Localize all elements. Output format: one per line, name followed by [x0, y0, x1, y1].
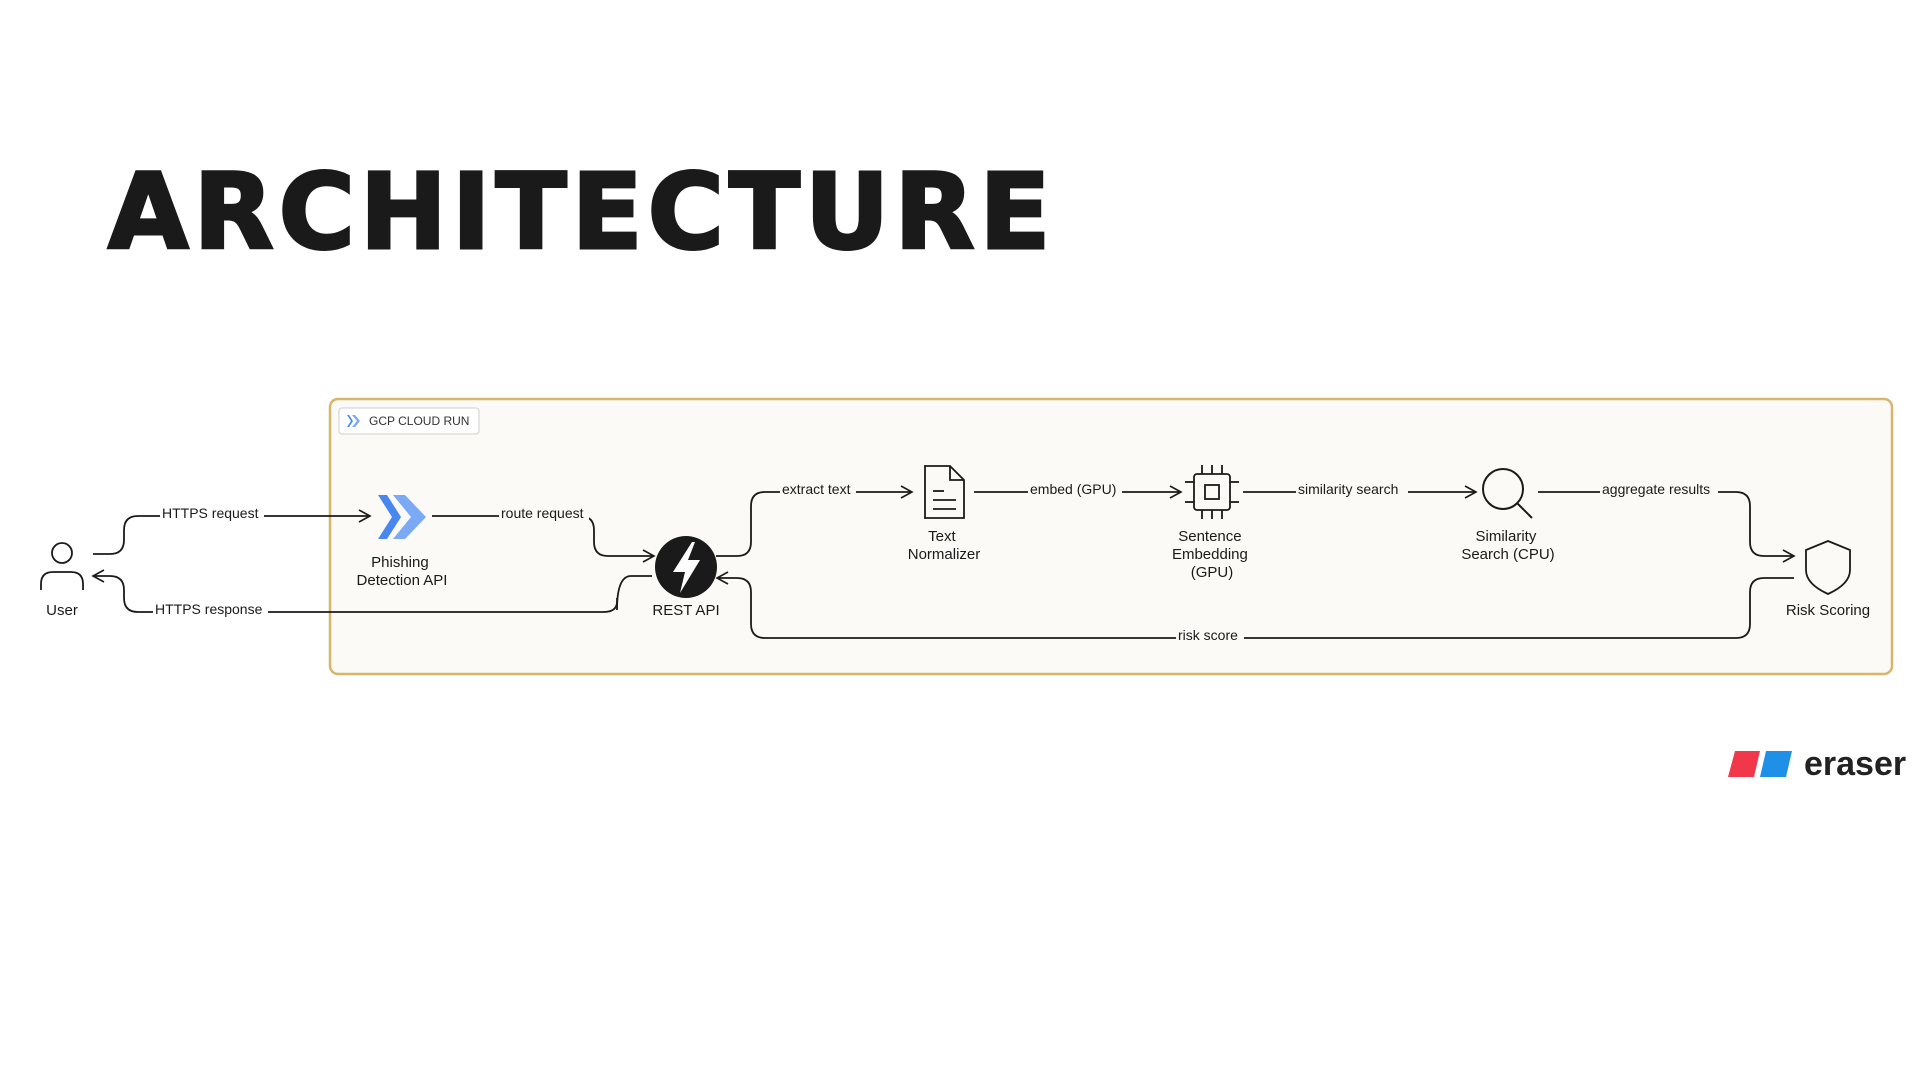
- search-icon: [1482, 468, 1533, 519]
- edge-labels: HTTPS request HTTPS response route reque…: [153, 480, 1718, 644]
- cloud-run-icon: [378, 495, 426, 539]
- rest-api-label: REST API: [652, 602, 719, 619]
- gcp-cloud-run-group: GCP CLOUD RUN: [328, 397, 1894, 676]
- risk-scoring-label: Risk Scoring: [1786, 602, 1870, 619]
- sentence-embedding-label: Sentence Embedding (GPU): [1172, 528, 1252, 581]
- edge-risk-score: [715, 571, 1794, 639]
- eraser-wordmark: eraser: [1804, 745, 1906, 783]
- node-phishing-detection-api[interactable]: Phishing Detection API: [357, 495, 448, 589]
- group-badge[interactable]: GCP CLOUD RUN: [338, 407, 480, 435]
- label-route-request: route request: [501, 505, 584, 521]
- eraser-logo-red-shape: [1728, 751, 1760, 777]
- node-text-normalizer[interactable]: Text Normalizer: [908, 465, 981, 563]
- document-icon: [924, 465, 965, 519]
- label-https-response: HTTPS response: [155, 601, 263, 617]
- cpu-chip-icon: [1185, 465, 1239, 519]
- label-similarity-search: similarity search: [1298, 481, 1398, 497]
- edge-aggregate-results: [1538, 491, 1796, 563]
- edge-https-request: [93, 509, 372, 555]
- group-border: [328, 397, 1894, 676]
- node-user[interactable]: User: [40, 542, 84, 619]
- label-aggregate-results: aggregate results: [1602, 481, 1710, 497]
- edge-https-response: [91, 569, 618, 613]
- eraser-logo-blue-shape: [1760, 751, 1792, 777]
- similarity-search-label: Similarity Search (CPU): [1461, 528, 1554, 563]
- page-title: ARCHITECTURE: [106, 151, 1056, 273]
- label-https-request: HTTPS request: [162, 505, 259, 521]
- node-similarity-search[interactable]: Similarity Search (CPU): [1461, 468, 1555, 563]
- node-risk-scoring[interactable]: Risk Scoring: [1786, 540, 1870, 619]
- shield-icon: [1805, 540, 1851, 595]
- group-label: GCP CLOUD RUN: [369, 414, 469, 428]
- user-icon: [40, 542, 84, 590]
- label-extract-text: extract text: [782, 481, 851, 497]
- label-risk-score: risk score: [1178, 627, 1238, 643]
- phishing-api-label: Phishing Detection API: [357, 554, 448, 589]
- text-normalizer-label: Text Normalizer: [908, 528, 981, 563]
- cloud-run-icon: [347, 415, 360, 427]
- node-sentence-embedding[interactable]: Sentence Embedding (GPU): [1172, 465, 1252, 581]
- user-label: User: [46, 602, 78, 619]
- edge-extract-text: [716, 485, 914, 557]
- eraser-logo: eraser: [1728, 745, 1906, 783]
- lightning-bolt-icon: [655, 536, 717, 598]
- label-embed-gpu: embed (GPU): [1030, 481, 1116, 497]
- node-rest-api[interactable]: REST API: [652, 536, 720, 619]
